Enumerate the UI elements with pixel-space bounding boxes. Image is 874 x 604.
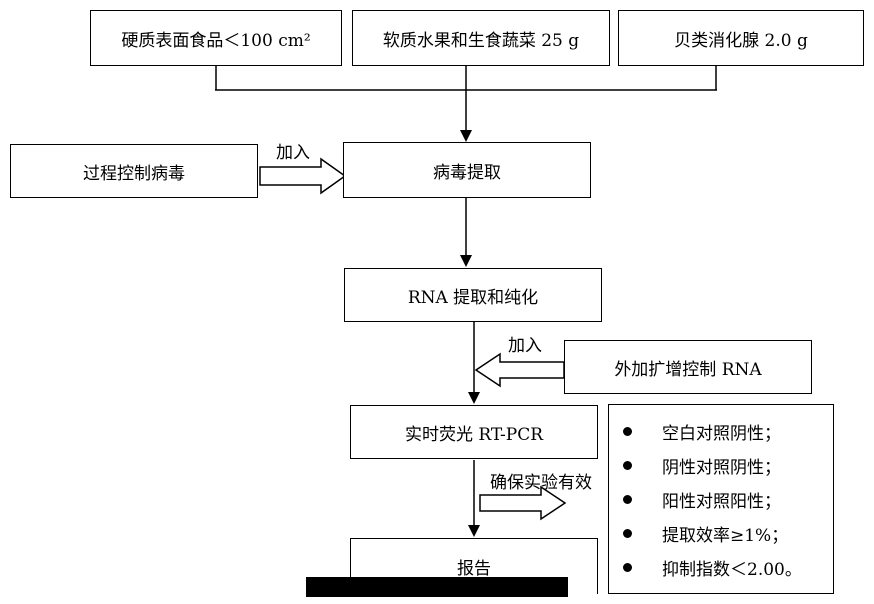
process-control-virus-box: 过程控制病毒 <box>10 144 258 198</box>
bullet-icon <box>623 529 632 538</box>
source-produce-label: 软质水果和生食蔬菜 25 g <box>382 30 580 51</box>
virus-extraction-label: 病毒提取 <box>433 162 501 183</box>
arrowhead-extraction <box>460 130 472 142</box>
rna-extraction-label: RNA 提取和纯化 <box>407 287 539 308</box>
source-shellfish-label: 贝类消化腺 2.0 g <box>674 30 808 51</box>
external-amp-control-box: 外加扩增控制 RNA <box>564 340 812 394</box>
criterion-item: 阳性对照阳性； <box>623 487 781 512</box>
bullet-icon <box>623 563 632 572</box>
add-label-amp-control: 加入 <box>508 336 542 356</box>
rt-pcr-box: 实时荧光 RT-PCR <box>350 405 598 459</box>
block-arrow-validity <box>479 485 567 521</box>
source-shellfish-box: 贝类消化腺 2.0 g <box>618 10 864 66</box>
criterion-item: 空白对照阴性； <box>623 419 781 444</box>
bullet-icon <box>623 427 632 436</box>
criterion-text: 提取效率≥1%； <box>662 526 789 546</box>
criterion-item: 阴性对照阴性； <box>623 453 781 478</box>
arrowhead-rna <box>460 255 472 267</box>
source-produce-box: 软质水果和生食蔬菜 25 g <box>352 10 610 66</box>
bullet-icon <box>623 495 632 504</box>
source-hard-surface-box: 硬质表面食品＜100 cm² <box>90 10 342 66</box>
add-label-process-control: 加入 <box>276 143 310 163</box>
arrowhead-report <box>468 525 480 537</box>
rna-extraction-box: RNA 提取和纯化 <box>344 268 602 322</box>
criterion-text: 阴性对照阴性； <box>662 458 781 478</box>
criterion-text: 抑制指数＜2.00。 <box>662 560 802 580</box>
block-arrow-process-control <box>259 157 347 195</box>
validity-label: 确保实验有效 <box>490 473 592 493</box>
validity-criteria-box: 空白对照阴性； 阴性对照阴性； 阳性对照阳性； 提取效率≥1%； 抑制指数＜2.… <box>608 404 834 594</box>
black-bar <box>306 577 568 597</box>
criterion-text: 空白对照阴性； <box>662 424 781 444</box>
virus-extraction-box: 病毒提取 <box>343 142 591 198</box>
report-label: 报告 <box>457 559 491 579</box>
block-arrow-amp-control <box>474 352 565 388</box>
criterion-item: 提取效率≥1%； <box>623 521 788 546</box>
process-control-virus-label: 过程控制病毒 <box>83 163 185 184</box>
arrowhead-pcr <box>468 392 480 404</box>
external-amp-control-label: 外加扩增控制 RNA <box>614 359 762 380</box>
source-hard-surface-label: 硬质表面食品＜100 cm² <box>121 30 311 51</box>
bullet-icon <box>623 461 632 470</box>
criterion-item: 抑制指数＜2.00。 <box>623 555 802 580</box>
rt-pcr-label: 实时荧光 RT-PCR <box>404 424 544 445</box>
criterion-text: 阳性对照阳性； <box>662 492 781 512</box>
